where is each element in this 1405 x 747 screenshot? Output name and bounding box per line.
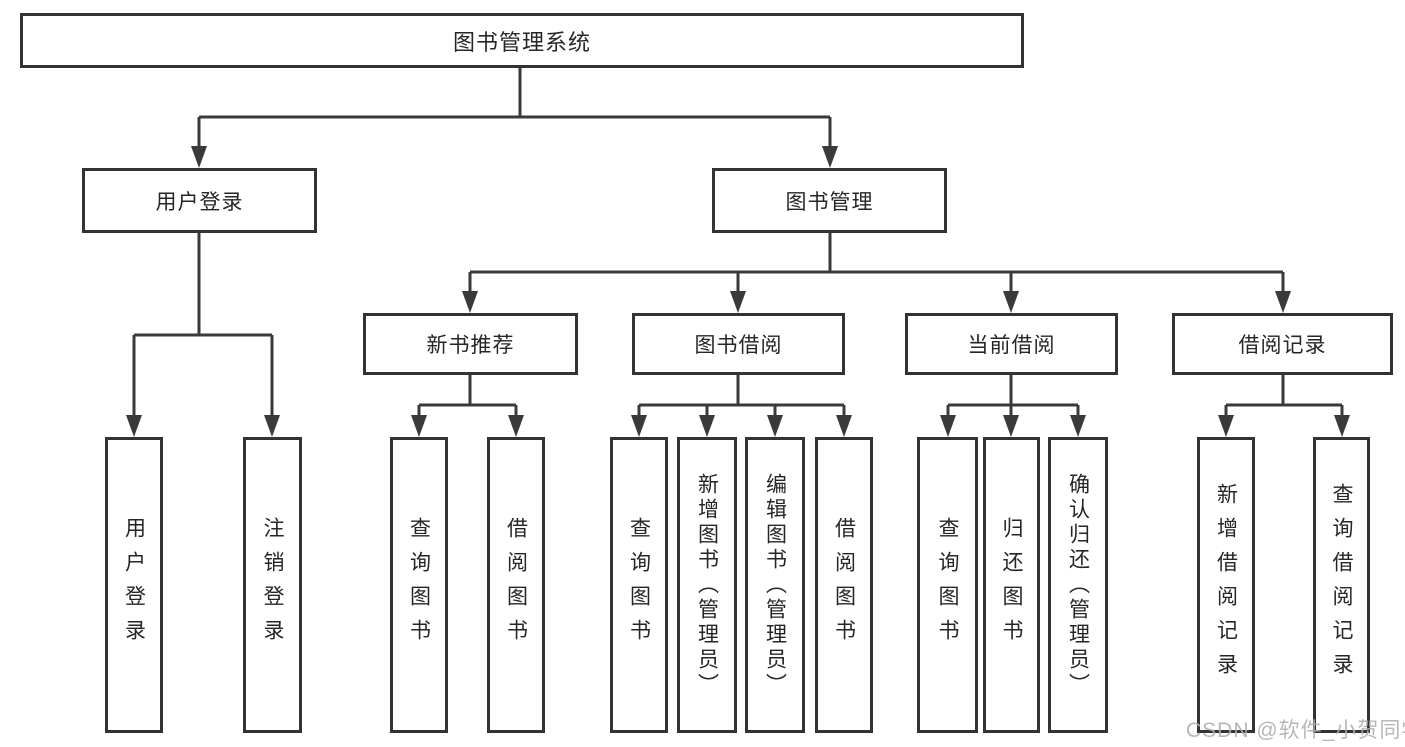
connector-line	[468, 233, 1285, 293]
connector-line	[197, 68, 832, 148]
leaf-borrow-books-recommend: 借阅图书	[487, 437, 545, 733]
arrow-down-icon	[1275, 291, 1291, 313]
node-label: 新增图书（管理员）	[695, 472, 719, 698]
leaf-query-books-current: 查询图书	[917, 437, 978, 733]
arrow-down-icon	[264, 415, 280, 437]
node-library-system: 图书管理系统	[20, 13, 1024, 68]
arrow-down-icon	[767, 415, 783, 437]
connector-line	[132, 233, 274, 417]
node-label: 编辑图书（管理员）	[763, 472, 787, 698]
connector-borrowrecords-to-leaves	[1218, 375, 1350, 437]
leaf-query-borrow-record: 查询借阅记录	[1313, 437, 1370, 733]
node-label: 归还图书	[1000, 517, 1023, 653]
arrow-down-icon	[126, 415, 142, 437]
node-label: 查询图书	[407, 517, 431, 653]
leaf-borrow-books-borrowing: 借阅图书	[815, 437, 873, 733]
arrow-down-icon	[191, 146, 207, 168]
connector-line	[1224, 375, 1344, 417]
node-label: 借阅图书	[832, 517, 856, 653]
arrow-down-icon	[1334, 415, 1350, 437]
connector-root-to-level2	[191, 68, 838, 168]
arrow-down-icon	[1003, 291, 1019, 313]
node-borrowing-records: 借阅记录	[1172, 313, 1393, 375]
arrow-down-icon	[411, 415, 427, 437]
arrow-down-icon	[462, 291, 478, 313]
node-user-login: 用户登录	[82, 168, 317, 233]
node-label: 查询图书	[627, 517, 651, 653]
arrow-down-icon	[822, 146, 838, 168]
leaf-query-books-recommend: 查询图书	[390, 437, 448, 733]
connector-line	[417, 375, 518, 417]
node-label: 图书管理系统	[452, 29, 591, 55]
connector-newbookrec-to-leaves	[411, 375, 524, 437]
node-new-book-recommend: 新书推荐	[363, 313, 578, 375]
node-label: 新增借阅记录	[1214, 483, 1238, 687]
node-current-borrowing: 当前借阅	[905, 313, 1118, 375]
node-label: 用户登录	[155, 190, 244, 214]
leaf-edit-book-admin: 编辑图书（管理员）	[745, 437, 805, 733]
leaf-confirm-return-admin: 确认归还（管理员）	[1048, 437, 1108, 733]
node-label: 图书借阅	[694, 334, 783, 357]
node-label: 借阅记录	[1238, 334, 1327, 357]
arrow-down-icon	[508, 415, 524, 437]
connector-userlogin-to-leaves	[126, 233, 280, 437]
arrow-down-icon	[1070, 415, 1086, 437]
connector-line	[946, 375, 1080, 417]
node-label: 当前借阅	[967, 334, 1056, 357]
connector-bookmgmt-to-level3	[462, 233, 1291, 313]
connector-line	[637, 375, 846, 417]
node-book-borrowing: 图书借阅	[632, 313, 845, 375]
connector-bookborrow-to-leaves	[631, 375, 852, 437]
node-label: 图书管理	[785, 190, 874, 214]
leaf-add-borrow-record: 新增借阅记录	[1197, 437, 1255, 733]
node-label: 确认归还（管理员）	[1066, 472, 1090, 698]
leaf-add-book-admin: 新增图书（管理员）	[677, 437, 737, 733]
leaf-logout: 注销登录	[243, 437, 302, 733]
connector-currentborrow-to-leaves	[940, 375, 1086, 437]
node-label: 用户登录	[122, 517, 146, 653]
leaf-user-login: 用户登录	[105, 437, 163, 733]
arrow-down-icon	[940, 415, 956, 437]
arrow-down-icon	[699, 415, 715, 437]
watermark: CSDN @软件_小贺同学	[1186, 719, 1405, 742]
arrow-down-icon	[1003, 415, 1019, 437]
node-label: 查询图书	[936, 517, 959, 653]
node-label: 注销登录	[261, 517, 284, 653]
leaf-query-books-borrowing: 查询图书	[610, 437, 668, 733]
arrow-down-icon	[1218, 415, 1234, 437]
node-book-management: 图书管理	[712, 168, 947, 233]
arrow-down-icon	[730, 291, 746, 313]
arrow-down-icon	[631, 415, 647, 437]
node-label: 新书推荐	[426, 334, 515, 357]
arrow-down-icon	[836, 415, 852, 437]
leaf-return-books: 归还图书	[983, 437, 1040, 733]
node-label: 查询借阅记录	[1330, 483, 1353, 687]
node-label: 借阅图书	[504, 517, 528, 653]
